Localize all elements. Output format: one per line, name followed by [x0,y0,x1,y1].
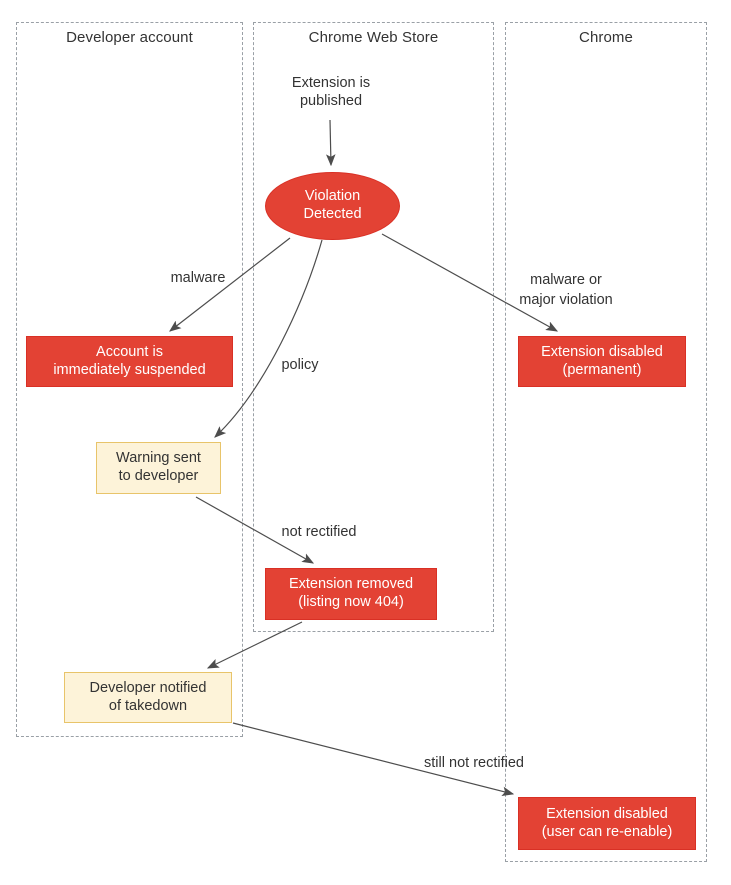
edge-label-not-rectified: not rectified [281,524,357,540]
edge-violation-to-disabled-permanent [381,233,559,332]
edge-removed-to-notified [206,621,303,669]
node-violation-detected[interactable]: Violation Detected [265,172,400,240]
edge-label-malware: malware [170,270,226,286]
edge-notified-to-disabled-reenable [232,722,515,796]
edge-warning-to-removed [195,496,315,564]
swimlane-chrome-web-store: Chrome Web Store [253,22,494,632]
swimlane-title-chrome: Chrome [579,29,633,46]
edge-violation-to-warning [214,239,323,438]
node-extension-published[interactable]: Extension is published [291,75,371,109]
edge-label-policy: policy [281,357,319,373]
edge-published-to-violation [325,119,336,167]
swimlane-title-developer-account: Developer account [66,29,193,46]
edge-label-still-not-rectified: still not rectified [424,755,524,771]
swimlane-title-chrome-web-store: Chrome Web Store [308,29,439,46]
node-developer-notified[interactable]: Developer notified of takedown [64,672,232,723]
swimlane-chrome: Chrome [505,22,707,862]
node-warning-sent[interactable]: Warning sent to developer [96,442,221,494]
node-extension-removed[interactable]: Extension removed (listing now 404) [265,568,437,620]
swimlane-developer-account: Developer account [16,22,243,737]
edge-label-malware-or-major-violation: malware or major violation [519,272,613,309]
node-account-suspended[interactable]: Account is immediately suspended [26,336,233,387]
node-extension-disabled-permanent[interactable]: Extension disabled (permanent) [518,336,686,387]
node-extension-disabled-reenable[interactable]: Extension disabled (user can re-enable) [518,797,696,850]
edge-violation-to-suspended [169,237,291,332]
